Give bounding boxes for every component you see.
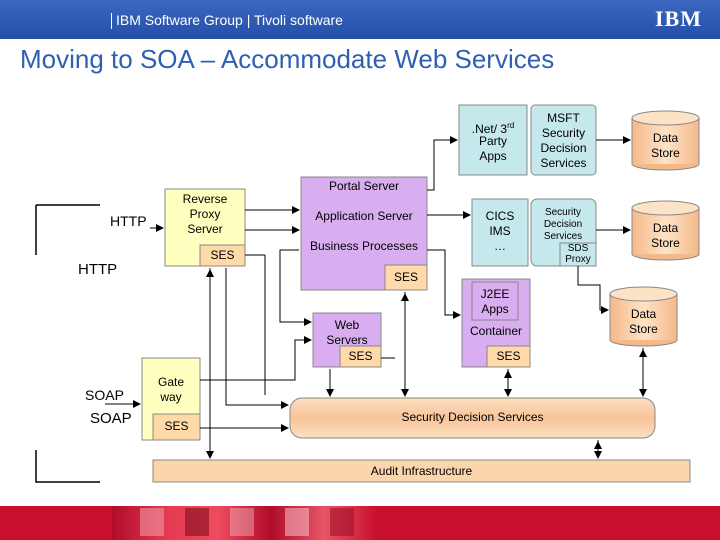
container-label: Container bbox=[469, 324, 523, 338]
soap-label-large: SOAP bbox=[90, 410, 132, 427]
page-title: Moving to SOA – Accommodate Web Services bbox=[20, 44, 555, 74]
ses-gateway-box bbox=[152, 413, 201, 441]
sds-proxy-label: SDS Proxy bbox=[565, 243, 591, 265]
header-group-label: IBM Software Group | Tivoli software bbox=[116, 12, 343, 28]
security-decision-small-label: Security Decision Services bbox=[543, 207, 583, 242]
footer-tile bbox=[230, 508, 254, 536]
reverse-proxy-label: Reverse Proxy Server bbox=[182, 192, 228, 236]
ses-j2ee-label: SES bbox=[496, 349, 521, 363]
ses-web-box bbox=[339, 345, 382, 368]
footer-tile bbox=[185, 508, 209, 536]
business-processes-label: Business Processes bbox=[309, 239, 419, 253]
security-decision-services-label: Security Decision Services bbox=[401, 410, 544, 424]
cics-label: CICS IMS … bbox=[485, 209, 515, 253]
data-store-3-label: Data Store bbox=[629, 307, 658, 336]
net-apps-box bbox=[458, 104, 528, 176]
http-client-bracket bbox=[35, 204, 100, 255]
audit-infrastructure-bar bbox=[152, 459, 691, 483]
ses-proxy-label: SES bbox=[210, 248, 235, 262]
data-store-2-label: Data Store bbox=[651, 221, 680, 250]
ses-portal-box bbox=[384, 264, 428, 291]
data-store-3-icon bbox=[609, 286, 678, 347]
j2ee-apps-label: J2EE Apps bbox=[480, 287, 510, 316]
data-store-2-icon bbox=[631, 200, 700, 261]
msft-label: MSFT Security Decision Services bbox=[540, 111, 587, 170]
footer-tile bbox=[285, 508, 309, 536]
net-apps-label: .Net/ 3rd bbox=[459, 118, 527, 137]
net-apps-label-rest: Party Apps bbox=[478, 134, 507, 163]
gateway-label: Gate way bbox=[157, 375, 184, 404]
ses-portal-label: SES bbox=[393, 270, 418, 284]
web-servers-label: Web Servers bbox=[326, 318, 368, 347]
audit-infrastructure-label: Audit Infrastructure bbox=[370, 464, 473, 478]
connectors bbox=[105, 136, 647, 459]
header-bar: IBM Software Group | Tivoli software IBM bbox=[0, 0, 720, 39]
footer-tile bbox=[330, 508, 354, 536]
http-label-small: HTTP bbox=[110, 213, 147, 229]
net-apps-prefix: .Net/ 3 bbox=[471, 122, 508, 136]
ses-web-label: SES bbox=[348, 349, 373, 363]
footer-tile bbox=[140, 508, 164, 536]
footer-bar bbox=[0, 506, 720, 540]
ses-gateway-label: SES bbox=[164, 419, 189, 433]
http-label-large: HTTP bbox=[78, 261, 118, 278]
net-apps-sup: rd bbox=[507, 121, 515, 130]
data-store-1-icon bbox=[631, 110, 700, 171]
ses-j2ee-box bbox=[486, 345, 531, 368]
header-divider bbox=[111, 13, 112, 29]
j2ee-apps-box bbox=[471, 281, 519, 321]
soap-client-bracket bbox=[35, 450, 100, 483]
security-decision-services-bar bbox=[289, 397, 656, 439]
cics-box bbox=[471, 198, 529, 267]
application-server-label: Application Server bbox=[315, 209, 413, 223]
ibm-logo: IBM bbox=[655, 6, 702, 31]
soap-label-small: SOAP bbox=[85, 387, 124, 403]
portal-server-label: Portal Server bbox=[328, 179, 400, 193]
data-store-1-label: Data Store bbox=[651, 131, 680, 160]
